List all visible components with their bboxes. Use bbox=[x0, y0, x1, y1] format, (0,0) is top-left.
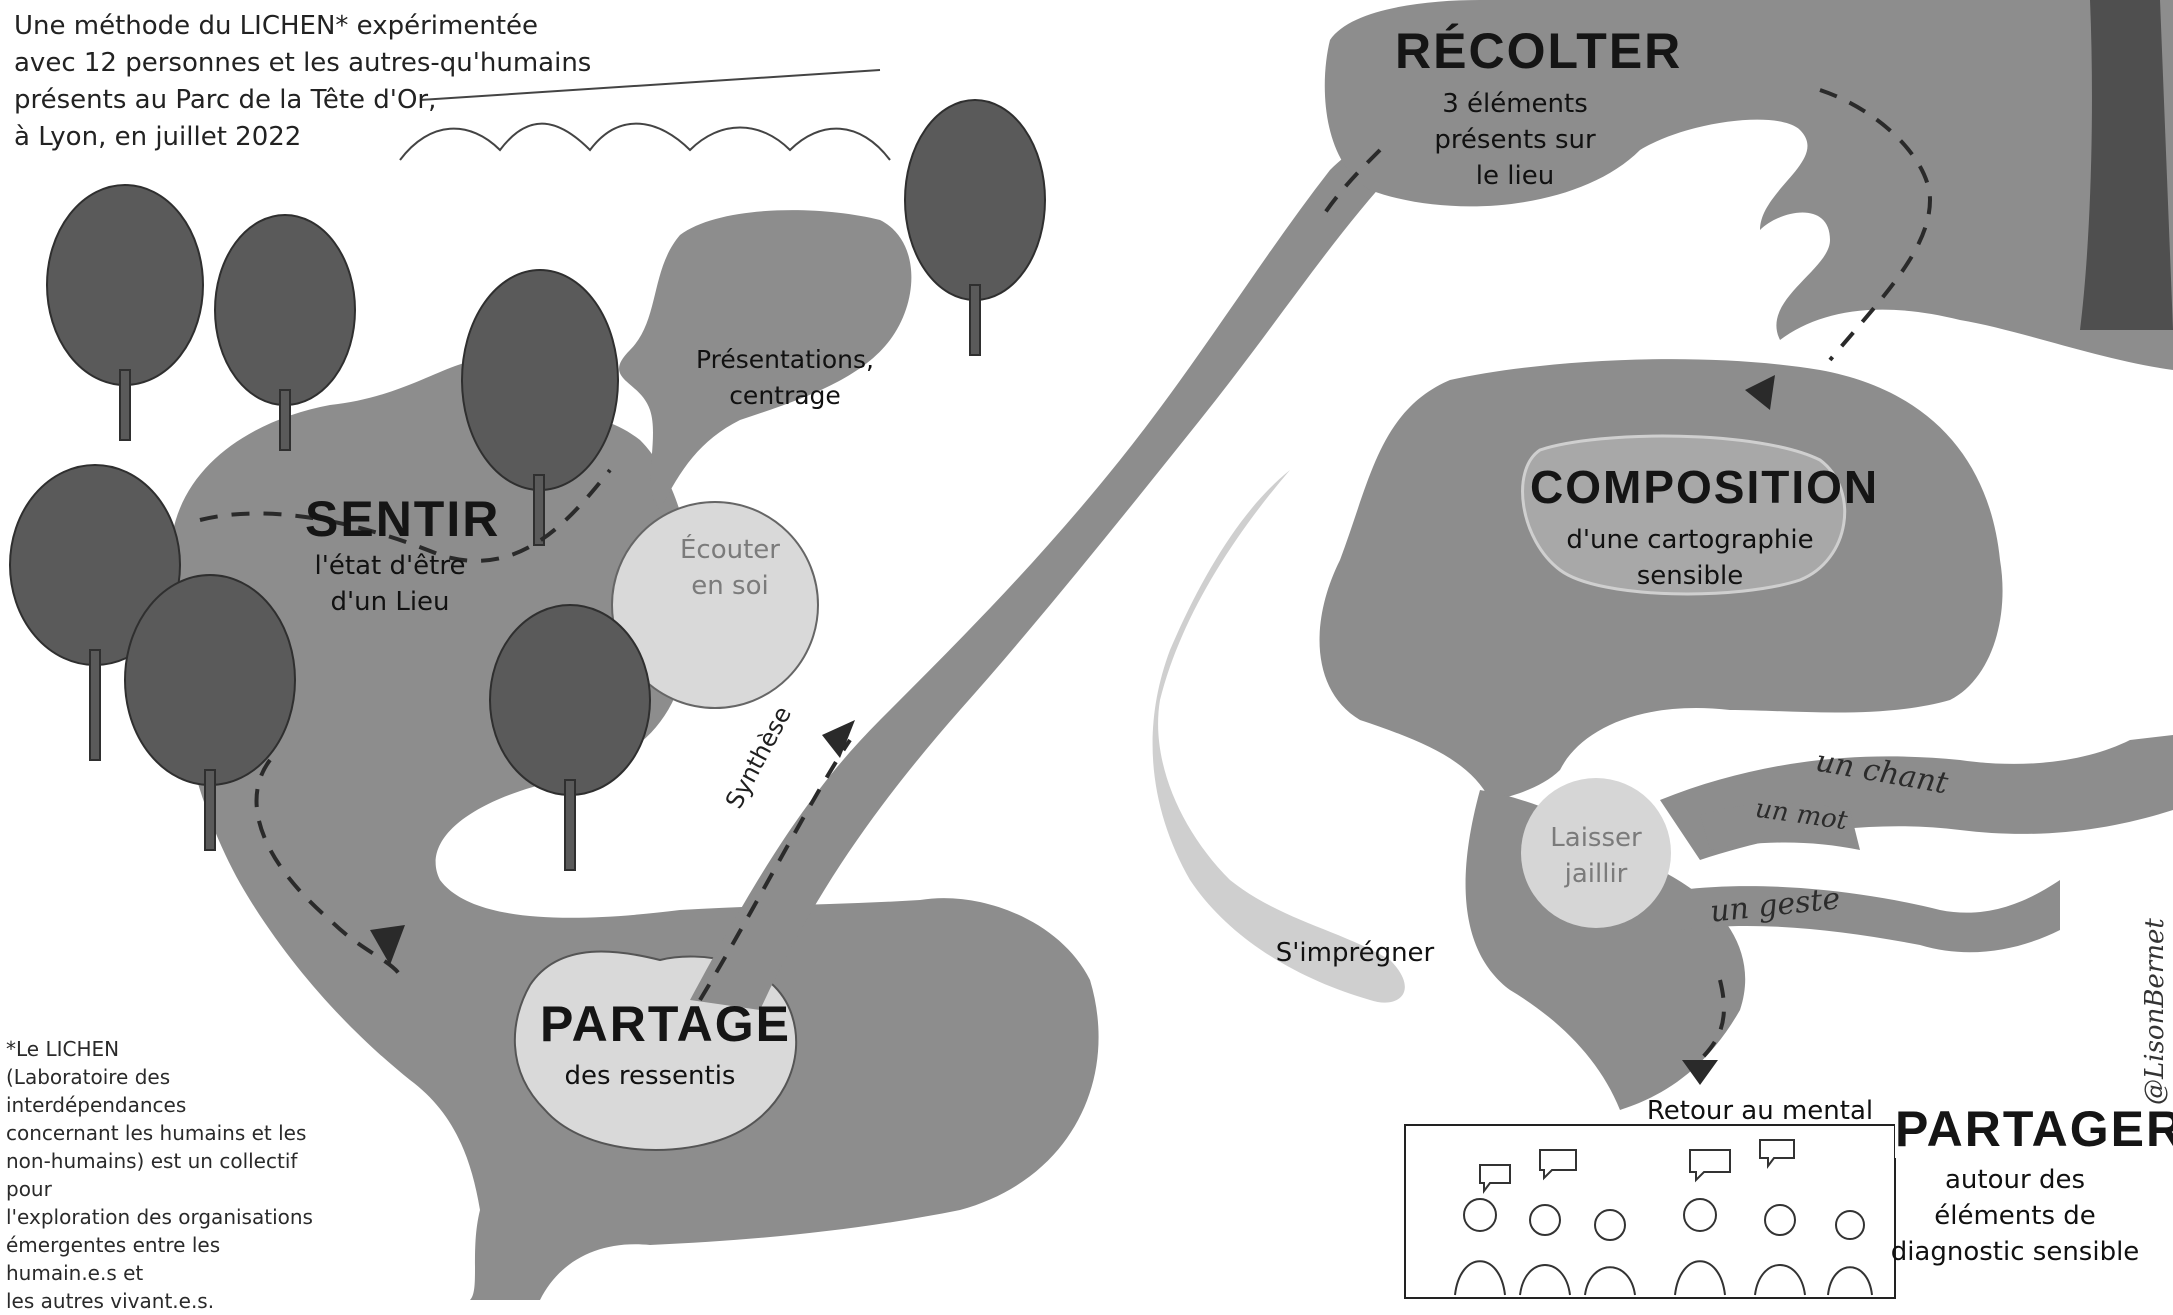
partager-title: PARTAGER bbox=[1895, 1100, 2173, 1158]
footnote-text: *Le LICHEN (Laboratoire des interdépenda… bbox=[6, 1037, 313, 1313]
partage-title: PARTAGE bbox=[540, 996, 792, 1052]
ecouter-circle bbox=[611, 501, 819, 709]
synthese-arrowhead bbox=[822, 720, 855, 758]
laisser-label: Laisser jaillir bbox=[1550, 823, 1642, 889]
recolter-subtitle: 3 éléments présents sur le lieu bbox=[1434, 89, 1596, 191]
partager-crowd bbox=[1454, 1139, 1873, 1296]
recolter-arrowhead bbox=[1745, 375, 1775, 410]
presentations-bubble bbox=[619, 210, 912, 510]
composition-subtitle: d'une cartographie sensible bbox=[1566, 525, 1814, 591]
sentir-subtitle: l'état d'être d'un Lieu bbox=[314, 551, 466, 617]
composition-pond bbox=[1521, 434, 1847, 596]
intro-text: Une méthode du LICHEN* expérimentée avec… bbox=[14, 11, 592, 152]
recolter-blob bbox=[1324, 0, 2173, 370]
partager-frame bbox=[1404, 1124, 1896, 1299]
retour-label: Retour au mental bbox=[1646, 1096, 1874, 1126]
impregner-label: S'imprégner bbox=[1275, 938, 1435, 968]
laisser-circle bbox=[1521, 778, 1671, 928]
big-trunk-right bbox=[2080, 0, 2173, 330]
sentir-title: SENTIR bbox=[305, 491, 501, 547]
composition-title: COMPOSITION bbox=[1530, 461, 1880, 513]
sentir-blob bbox=[169, 361, 1099, 1300]
artist-signature: @LisonBernet bbox=[2140, 918, 2170, 1105]
impregner-smoke bbox=[1152, 470, 1405, 1003]
partager-arrowhead bbox=[1682, 1060, 1718, 1085]
synthese-path bbox=[690, 130, 1400, 1010]
presentations-label: Présentations, centrage bbox=[696, 345, 874, 410]
partage-subtitle: des ressentis bbox=[564, 1061, 736, 1091]
tree-group-left bbox=[9, 99, 1046, 871]
ecouter-label: Écouter en soi bbox=[680, 535, 780, 601]
partager-subtitle: autour des éléments de diagnostic sensib… bbox=[1890, 1165, 2140, 1267]
sentir-arrowhead bbox=[370, 925, 405, 965]
crowd-sketch-top bbox=[399, 69, 891, 161]
recolter-title: RÉCOLTER bbox=[1395, 23, 1683, 79]
dashed-routes bbox=[199, 88, 1933, 1062]
ribbon-geste bbox=[1680, 880, 2060, 953]
ribbon-mot bbox=[1700, 803, 1860, 850]
